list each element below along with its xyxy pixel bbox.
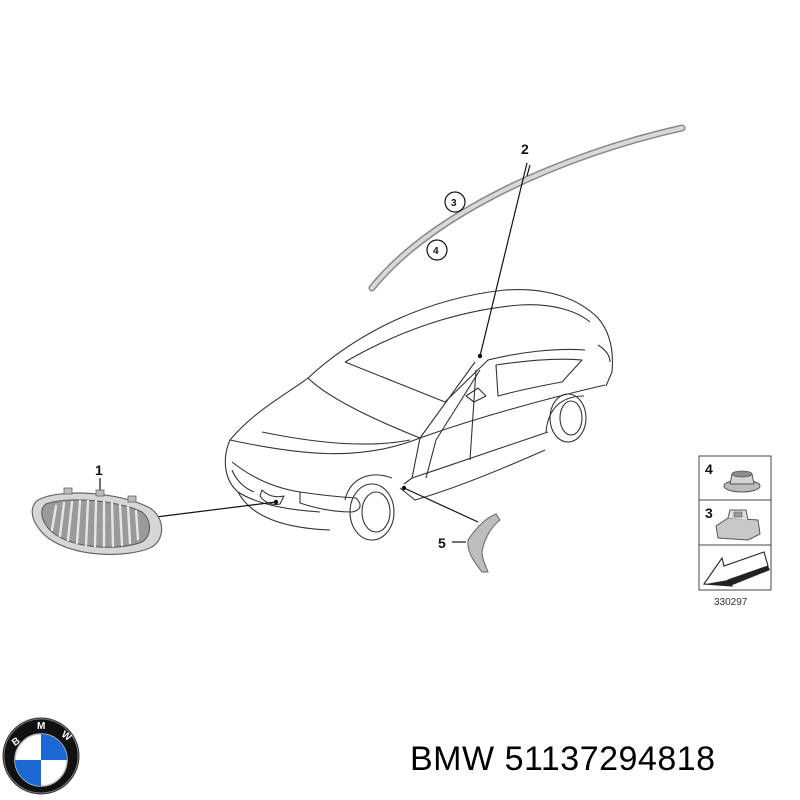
trim-piece bbox=[467, 513, 501, 573]
nut-icon bbox=[723, 470, 761, 493]
circled-ref-3: 3 bbox=[444, 191, 466, 213]
part-number: 51137294818 bbox=[504, 740, 716, 778]
car-outline bbox=[224, 289, 614, 541]
svg-text:M: M bbox=[37, 721, 45, 732]
clip-icon bbox=[715, 509, 761, 541]
leader-dot-5 bbox=[401, 485, 407, 491]
leader-dot-1 bbox=[273, 499, 279, 505]
kidney-grille bbox=[31, 487, 163, 556]
brand-name: BMW bbox=[410, 740, 495, 778]
diagram-number: 330297 bbox=[714, 597, 748, 608]
leader-lines bbox=[99, 162, 531, 543]
svg-text:4: 4 bbox=[433, 246, 439, 257]
bmw-logo: B M W bbox=[2, 717, 80, 795]
svg-text:3: 3 bbox=[451, 198, 457, 209]
leader-dot-2 bbox=[477, 353, 483, 359]
circled-ref-4: 4 bbox=[426, 239, 448, 261]
legend-item-4: 4 bbox=[705, 461, 713, 477]
legend-item-3: 3 bbox=[705, 505, 713, 521]
callout-1: 1 bbox=[95, 462, 103, 478]
roof-moulding bbox=[368, 124, 686, 292]
arrow-icon bbox=[702, 551, 770, 587]
parts-legend: 4 3 bbox=[698, 455, 772, 591]
callout-2: 2 bbox=[521, 141, 529, 157]
callout-5: 5 bbox=[438, 535, 446, 551]
